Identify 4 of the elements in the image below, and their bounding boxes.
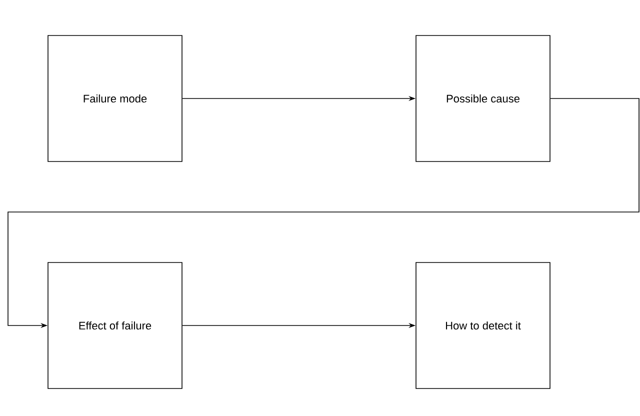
process-box: Failure mode (48, 35, 182, 162)
process-box: Possible cause (416, 35, 550, 162)
process-box: Effect of failure (48, 262, 182, 389)
process-box: How to detect it (416, 262, 550, 389)
